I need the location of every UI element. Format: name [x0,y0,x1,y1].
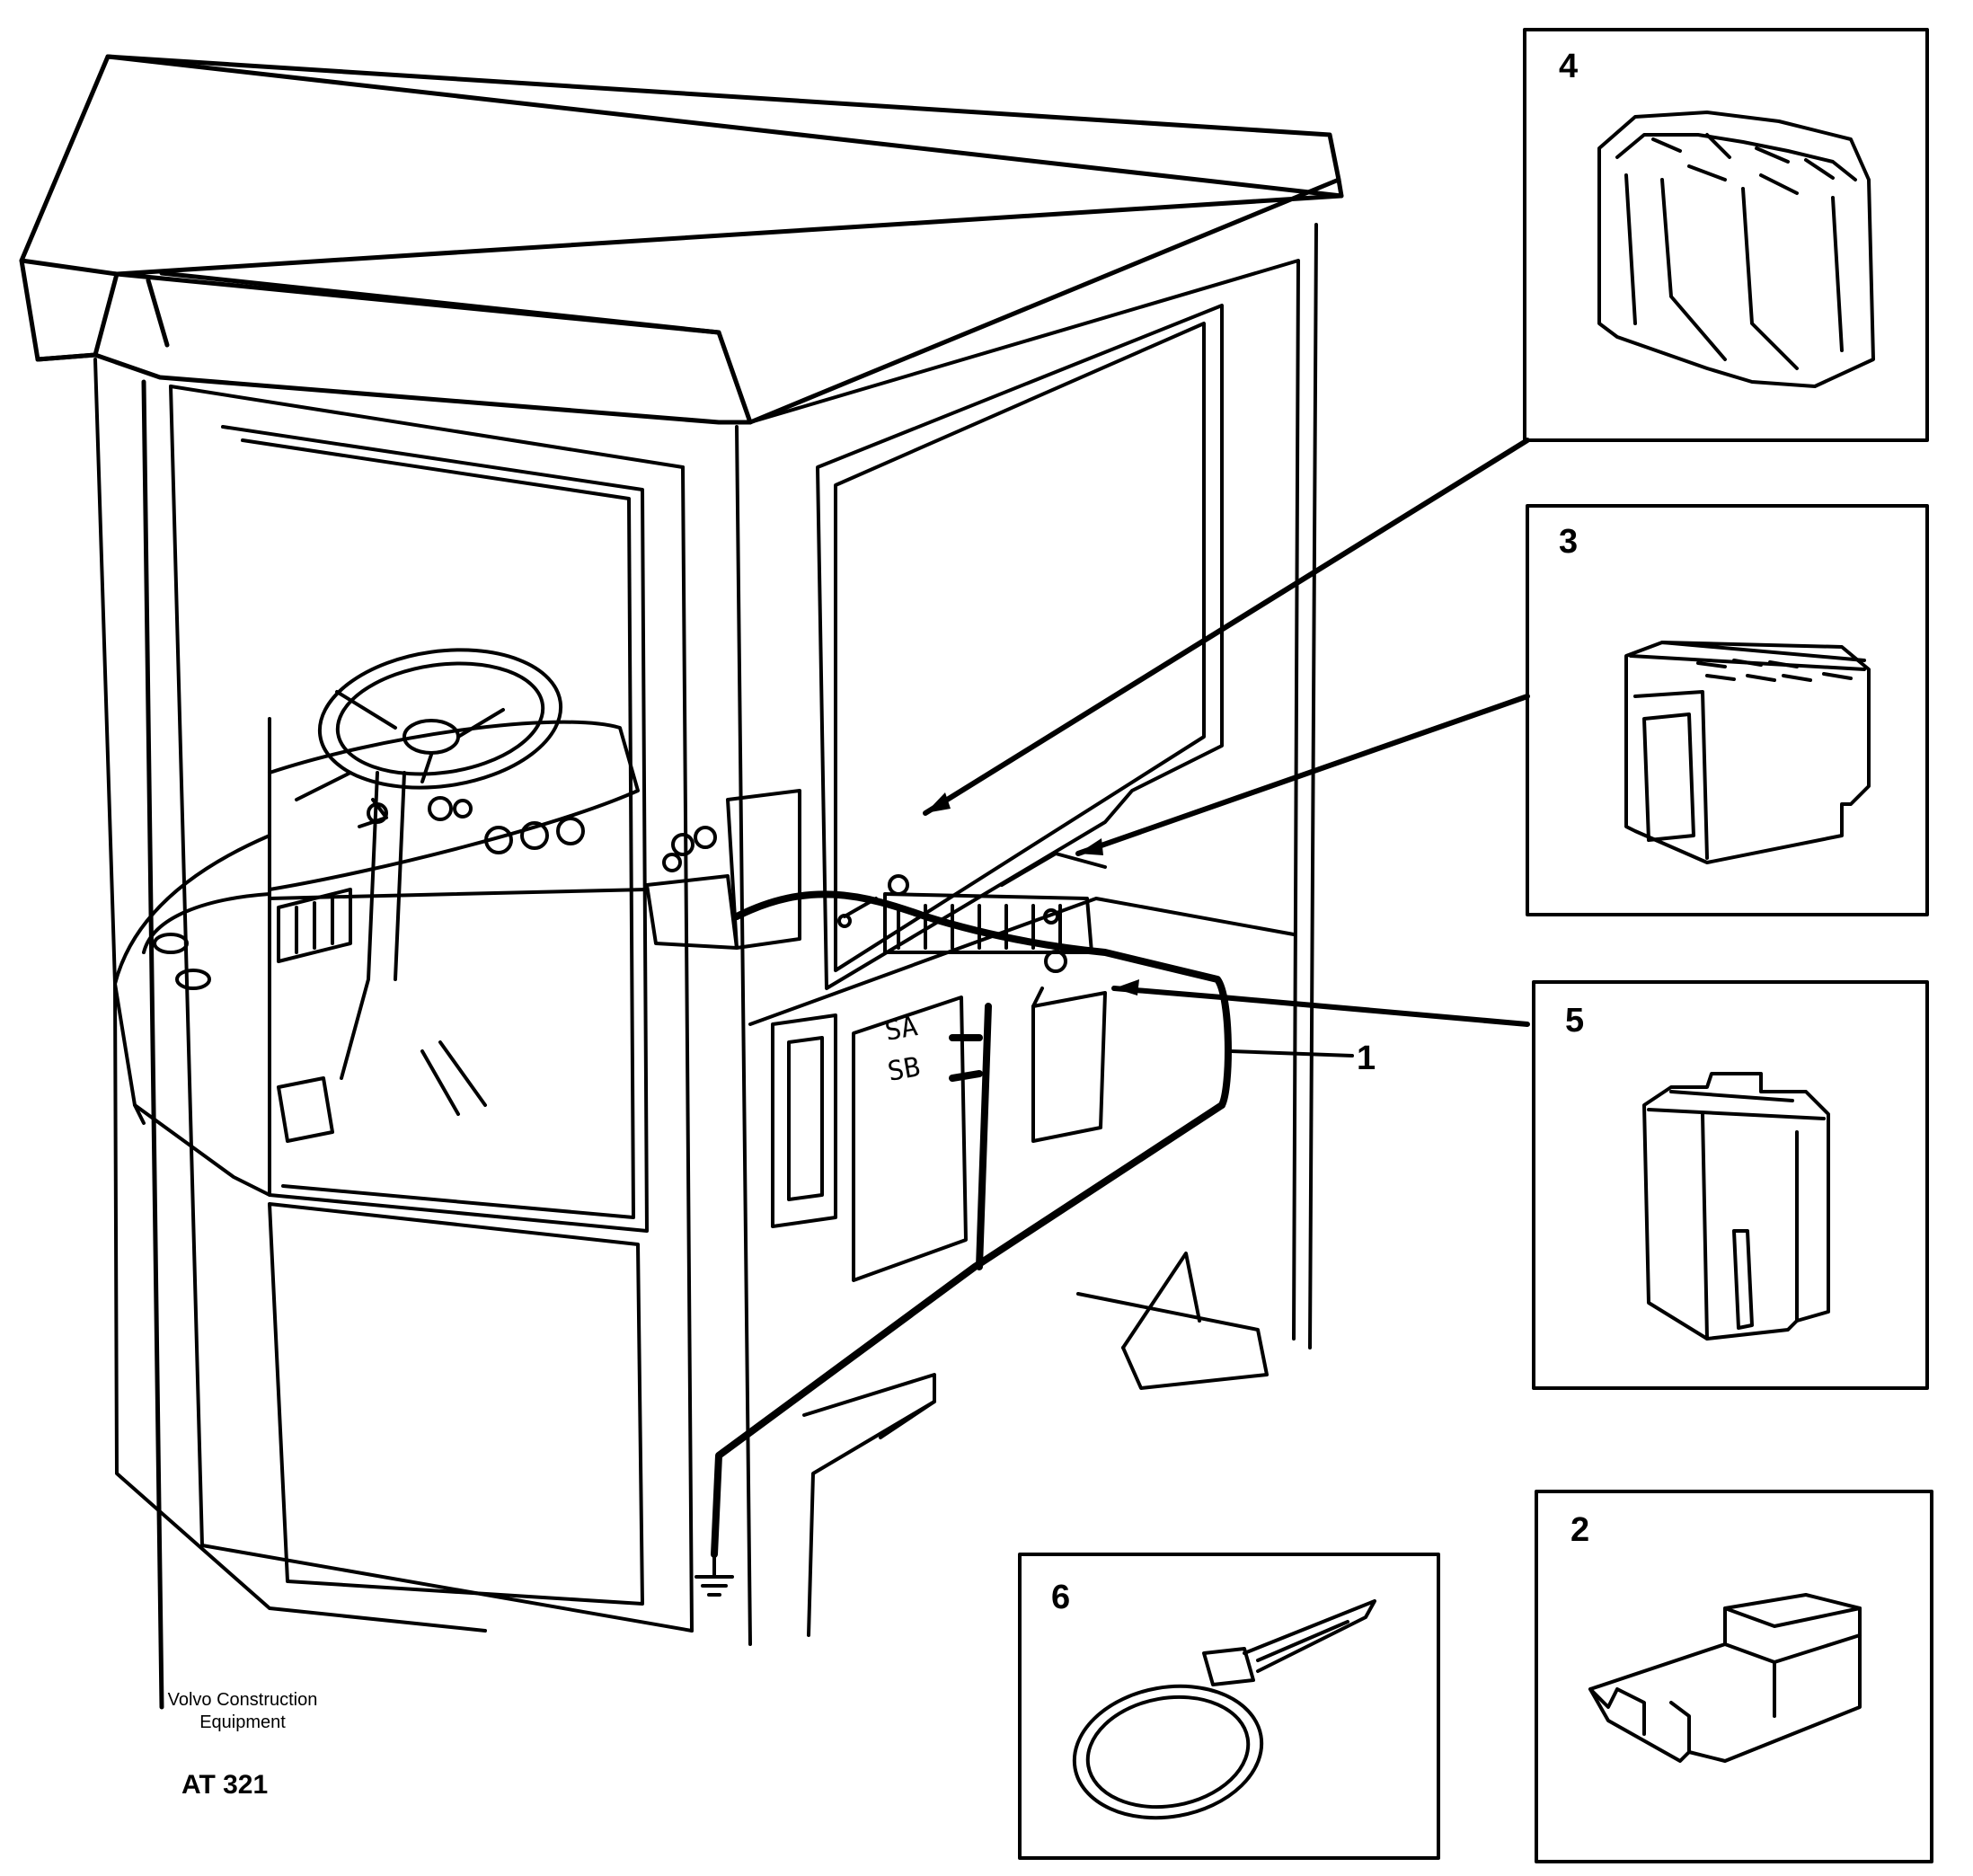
callout-box-6 [1018,1553,1440,1860]
callout-label-2: 2 [1570,1511,1589,1549]
fuse-panel [645,789,1107,1282]
callout-box-3 [1526,504,1929,916]
figure-code: AT 321 [181,1770,269,1800]
callout-box-5 [1532,980,1929,1390]
callout-label-4: 4 [1559,48,1578,85]
wire-label-sb: SB [885,1051,923,1088]
wiring-harness [711,890,1232,1558]
leader-lines [923,438,1530,1057]
dashboard [142,648,649,1143]
callout-box-4 [1523,28,1929,442]
callout-label-6: 6 [1051,1579,1070,1616]
steering-wheel [317,648,563,790]
callout-box-2 [1535,1490,1933,1863]
cab-roof [19,54,1344,1710]
company-line-2: Equipment [199,1712,286,1732]
company-caption: Volvo Construction Equipment [117,1689,368,1734]
callout-label-5: 5 [1565,1002,1584,1040]
callout-label-1: 1 [1357,1040,1376,1077]
callout-label-3: 3 [1559,523,1578,561]
wire-label-sa: SA [882,1011,920,1048]
company-line-1: Volvo Construction [167,1690,318,1710]
ground-symbol [695,1553,734,1597]
arrowheads [925,792,1139,996]
cab-body [93,223,1318,1646]
